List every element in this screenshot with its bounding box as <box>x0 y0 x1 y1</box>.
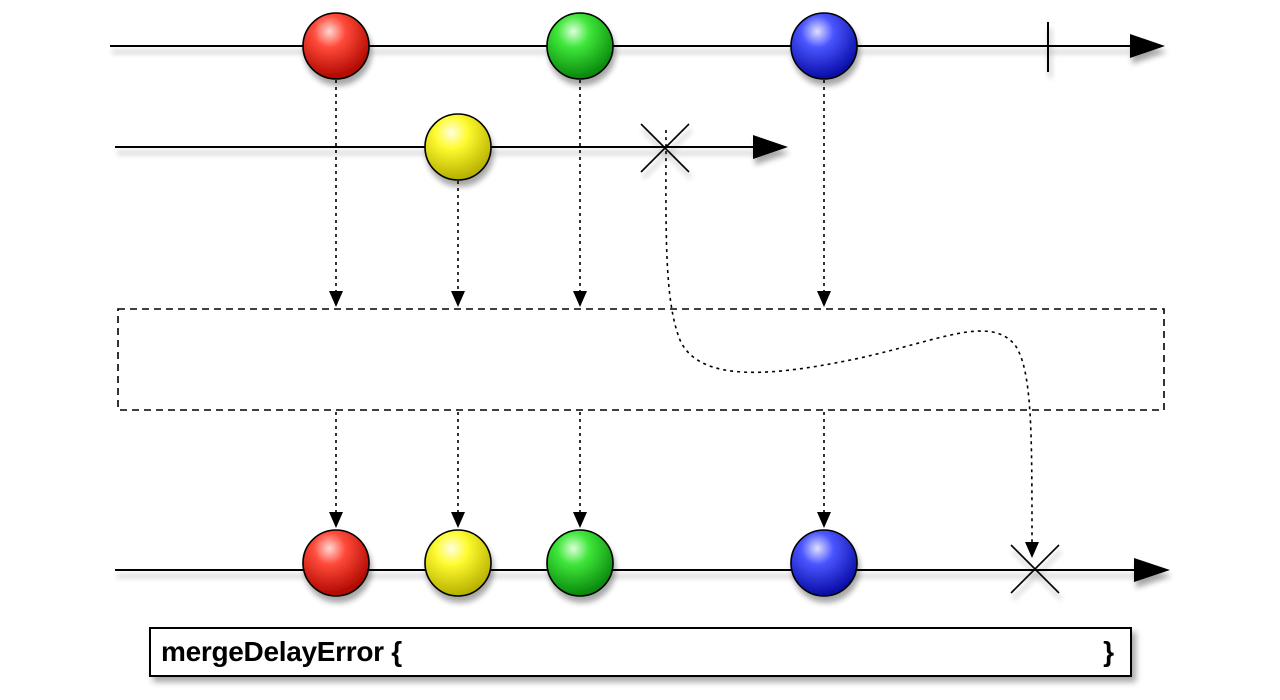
output-arrows <box>329 412 831 528</box>
operator-label-box: mergeDelayError { } <box>149 627 1132 677</box>
delayed-error-arrowhead <box>1025 542 1039 558</box>
arrowhead-green-in <box>573 291 587 307</box>
marble-blue-output <box>790 529 858 597</box>
marble-yellow-output <box>424 529 492 597</box>
arrowhead-red-in <box>329 291 343 307</box>
arrowhead-green-out <box>573 512 587 528</box>
arrowhead-blue-in <box>817 291 831 307</box>
source-2-marbles <box>424 113 492 181</box>
marble-blue-source <box>790 12 858 80</box>
arrowhead-blue-out <box>817 512 831 528</box>
operator-name: mergeDelayError { <box>161 636 402 667</box>
timeline-2-arrowhead <box>753 135 788 159</box>
output-marbles <box>302 529 858 597</box>
arrowhead-yellow-in <box>451 291 465 307</box>
source-1-marbles <box>302 12 858 80</box>
error-mark-source <box>640 123 690 173</box>
arrowhead-red-out <box>329 512 343 528</box>
input-arrows <box>329 80 831 307</box>
marble-green-source <box>546 12 614 80</box>
operator-box <box>117 308 1165 411</box>
arrowhead-yellow-out <box>451 512 465 528</box>
operator-closing-brace: } <box>1103 636 1114 667</box>
marble-yellow-source <box>424 113 492 181</box>
timeline-1-arrowhead <box>1130 34 1165 58</box>
output-timeline <box>115 544 1170 594</box>
marble-green-output <box>546 529 614 597</box>
delayed-error-arrow <box>665 129 1033 546</box>
marble-red-output <box>302 529 370 597</box>
source-timeline-1 <box>110 22 1165 72</box>
error-mark-output <box>1010 544 1060 594</box>
output-arrowhead <box>1134 558 1170 582</box>
marble-red-source <box>302 12 370 80</box>
